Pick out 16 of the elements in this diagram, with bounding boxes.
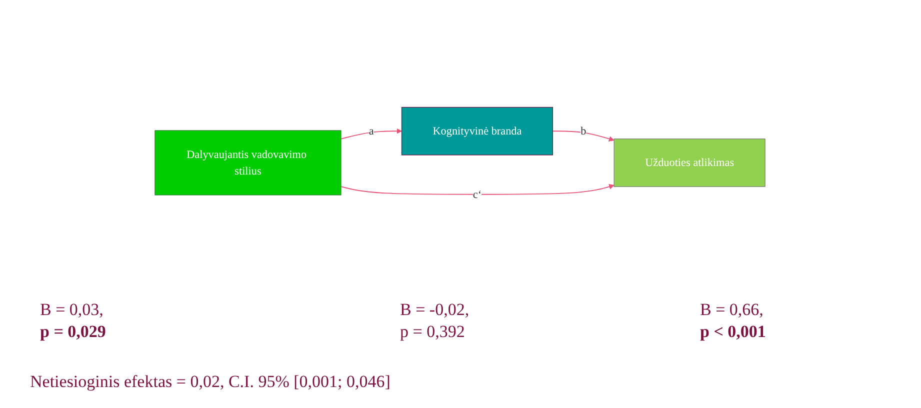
node-box: Dalyvaujantis vadovavimo stilius [154, 130, 342, 196]
statistic-label: p = 0,029 [40, 322, 106, 342]
edge-label: b [580, 124, 586, 138]
statistic-label: B = 0,03, [40, 300, 104, 320]
node-box: Užduoties atlikimas [614, 138, 766, 187]
edge-label: a [368, 124, 374, 138]
statistic-label: p < 0,001 [700, 322, 766, 342]
note-text: Netiesioginis efektas = 0,02, C.I. 95% [0,001; 0,046] [30, 372, 390, 392]
edge-label: c‘ [472, 188, 482, 200]
arrow [340, 184, 614, 195]
arrow [340, 128, 402, 140]
arrow [552, 130, 614, 142]
node-box: Kognityvinė branda [401, 106, 553, 156]
statistic-label: B = -0,02, [400, 300, 470, 320]
statistic-label: B = 0,66, [700, 300, 764, 320]
statistic-label: p = 0,392 [400, 322, 465, 342]
